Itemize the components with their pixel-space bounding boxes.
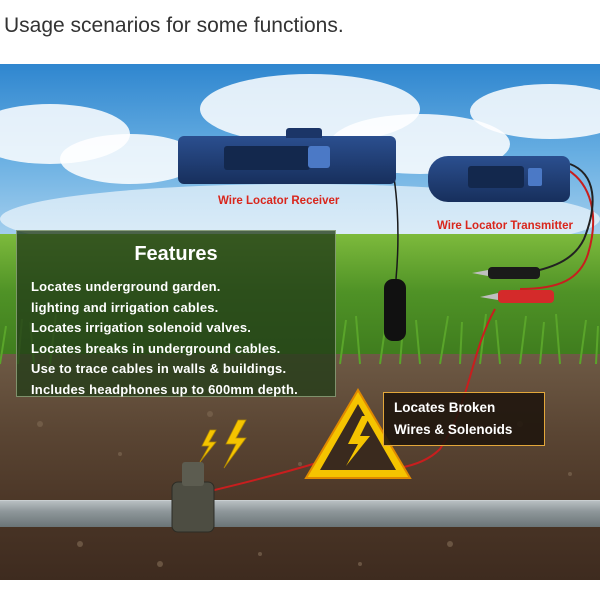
feature-item: Locates breaks in underground cables. — [31, 340, 281, 356]
features-list: Locates underground garden. lighting and… — [31, 277, 298, 400]
feature-item: lighting and irrigation cables. — [31, 299, 219, 315]
broken-wire-callout: Locates Broken Wires & Solenoids — [383, 392, 545, 446]
wire-locator-transmitter-device — [428, 156, 570, 202]
receiver-panel — [224, 146, 310, 170]
scene-graphics — [0, 149, 599, 567]
underground-pipe — [0, 500, 600, 527]
red-alligator-clip — [480, 290, 554, 303]
lightning-bolt-icon — [199, 429, 217, 463]
usage-scene-image: Wire Locator Receiver Wire Locator Trans… — [0, 64, 600, 580]
wire-locator-receiver-device — [178, 128, 396, 184]
red-wire-to-valve — [205, 461, 321, 493]
feature-item: Includes headphones up to 600mm depth. — [31, 381, 298, 397]
cloud — [60, 134, 200, 184]
feature-item: Locates underground garden. — [31, 279, 221, 294]
transmitter-switch — [528, 168, 542, 186]
receiver-probe — [384, 279, 406, 341]
feature-item: Use to trace cables in walls & buildings… — [31, 361, 287, 376]
receiver-label: Wire Locator Receiver — [218, 195, 340, 207]
receiver-top-cap — [286, 128, 322, 138]
callout-line-1: Locates Broken — [394, 400, 496, 415]
solenoid-valve — [171, 462, 215, 533]
cloud — [470, 84, 600, 139]
feature-item: Locates irrigation solenoid valves. — [31, 320, 252, 335]
features-title: Features — [134, 243, 218, 265]
lightning-bolt-icon — [223, 419, 247, 469]
transmitter-panel — [468, 166, 524, 188]
transmitter-black-cable — [519, 163, 594, 275]
transmitter-label: Wire Locator Transmitter — [437, 220, 574, 232]
transmitter-red-cable — [519, 169, 595, 290]
page-caption: Usage scenarios for some functions. — [4, 14, 344, 37]
callout-line-2: Wires & Solenoids — [394, 422, 513, 437]
receiver-button — [308, 146, 330, 168]
features-panel: Features Locates underground garden. lig… — [16, 230, 336, 397]
black-alligator-clip — [472, 267, 540, 279]
